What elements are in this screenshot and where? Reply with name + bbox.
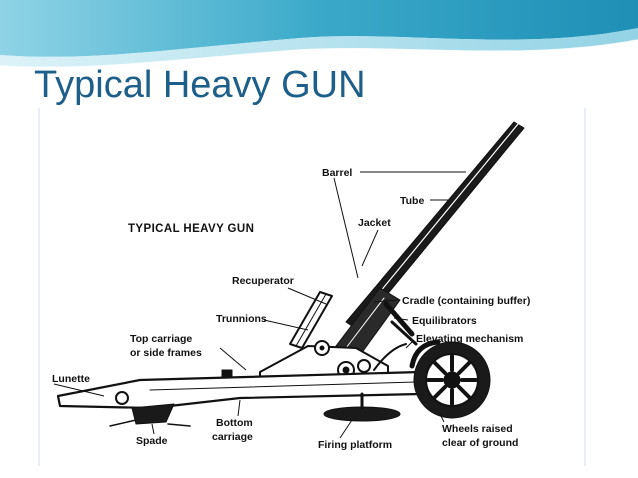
label-wheels-line1: Wheels raised: [442, 423, 513, 435]
gun-diagram: TYPICAL HEAVY GUN Barrel Tube Jacket Rec…: [38, 108, 586, 466]
label-jacket: Jacket: [358, 217, 391, 229]
label-firing-platform: Firing platform: [318, 439, 392, 451]
bottom-carriage-shape: [56, 370, 422, 410]
label-trunnions: Trunnions: [216, 313, 267, 325]
label-barrel: Barrel: [322, 167, 352, 179]
label-equilibrators: Equilibrators: [412, 315, 477, 327]
slide-title: Typical Heavy GUN: [34, 64, 366, 106]
label-lunette: Lunette: [52, 373, 90, 385]
leader-lines: [53, 171, 466, 439]
label-wheels-line2: clear of ground: [442, 437, 518, 449]
label-top-carriage-line2: or side frames: [130, 347, 202, 359]
label-bottom-carriage-line2: carriage: [212, 431, 253, 443]
header-wave-decoration: [0, 0, 638, 69]
gun-illustration: [56, 121, 525, 427]
spade-shape: [131, 403, 175, 425]
label-top-carriage-line1: Top carriage: [130, 333, 192, 345]
gun-diagram-drawing: TYPICAL HEAVY GUN Barrel Tube Jacket Rec…: [52, 121, 530, 451]
label-bottom-carriage-line1: Bottom: [216, 417, 253, 429]
label-tube: Tube: [400, 195, 424, 207]
label-elevating-mechanism: Elevating mechanism: [416, 333, 523, 345]
lunette-shape: [115, 391, 129, 405]
label-spade: Spade: [136, 435, 168, 447]
label-cradle: Cradle (containing buffer): [402, 295, 530, 307]
label-recuperator: Recuperator: [232, 275, 294, 287]
diagram-heading: TYPICAL HEAVY GUN: [128, 223, 254, 235]
